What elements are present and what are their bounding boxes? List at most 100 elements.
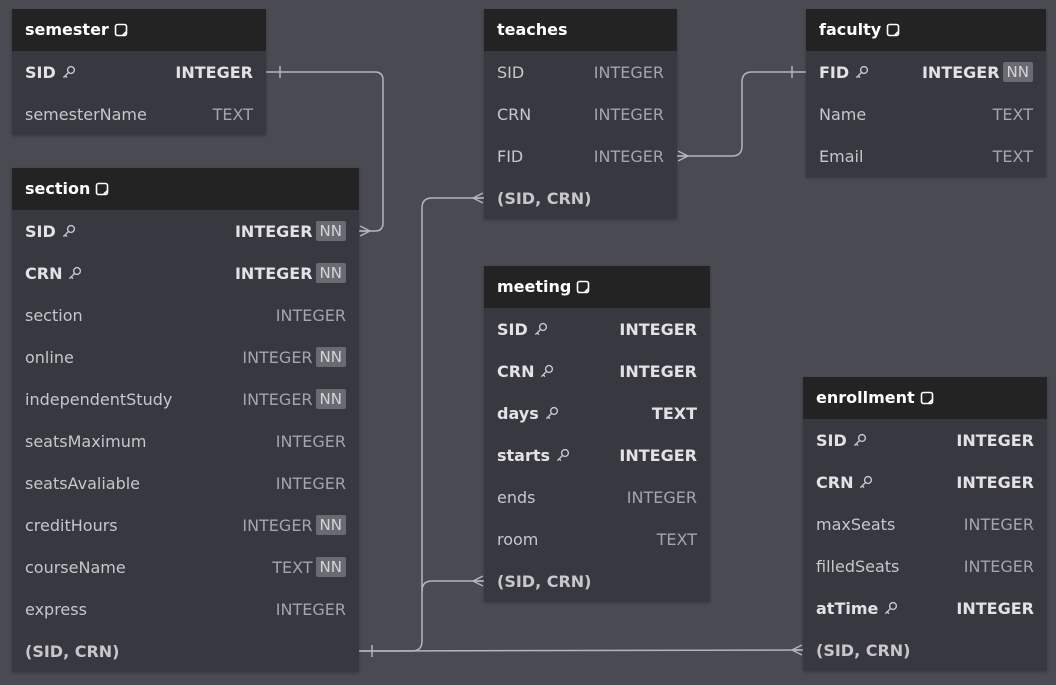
many-marker bbox=[359, 225, 371, 237]
column-row-faculty-email[interactable]: Email TEXT bbox=[806, 135, 1046, 177]
column-name-text: CRN bbox=[497, 361, 535, 381]
table-title: enrollment bbox=[816, 388, 915, 407]
column-type: TEXT bbox=[992, 104, 1033, 124]
not-null-badge: NN bbox=[315, 557, 346, 577]
many-marker bbox=[791, 644, 803, 656]
column-name: CRN bbox=[497, 362, 554, 381]
column-name-text: atTime bbox=[816, 598, 879, 618]
column-name-text: Email bbox=[819, 146, 864, 166]
key-icon bbox=[855, 65, 869, 79]
key-icon bbox=[859, 475, 873, 489]
column-row-semester-sid[interactable]: SID INTEGER bbox=[12, 51, 266, 93]
not-null-badge: NN bbox=[315, 263, 346, 283]
index-name: (SID, CRN) bbox=[25, 641, 120, 661]
key-icon bbox=[534, 322, 548, 336]
index-row-meeting[interactable]: (SID, CRN) bbox=[484, 560, 710, 602]
column-type: INTEGER bbox=[956, 472, 1034, 492]
column-name: FID bbox=[819, 63, 869, 82]
column-type: INTEGER bbox=[242, 515, 313, 535]
column-name-text: ends bbox=[497, 487, 536, 507]
table-header-enrollment[interactable]: enrollment bbox=[803, 377, 1047, 419]
column-name: seatsMaximum bbox=[25, 432, 146, 451]
column-name: starts bbox=[497, 446, 570, 465]
column-type: TEXT bbox=[992, 146, 1033, 166]
column-name: express bbox=[25, 600, 87, 619]
key-icon bbox=[62, 224, 76, 238]
column-name: Name bbox=[819, 105, 866, 124]
column-row-section-express[interactable]: express INTEGER bbox=[12, 588, 359, 630]
index-row-enrollment[interactable]: (SID, CRN) bbox=[803, 629, 1047, 671]
table-header-meeting[interactable]: meeting bbox=[484, 266, 710, 308]
column-name: atTime bbox=[816, 599, 898, 618]
table-header-faculty[interactable]: faculty bbox=[806, 9, 1046, 51]
note-icon[interactable] bbox=[95, 182, 109, 196]
column-name-text: maxSeats bbox=[816, 514, 896, 534]
key-icon bbox=[540, 364, 554, 378]
column-row-meeting-crn[interactable]: CRN INTEGER bbox=[484, 350, 710, 392]
column-type: INTEGER bbox=[619, 361, 697, 381]
table-header-teaches[interactable]: teaches bbox=[484, 9, 677, 51]
column-type: INTEGER bbox=[275, 599, 346, 619]
column-name-text: express bbox=[25, 599, 87, 619]
column-name: independentStudy bbox=[25, 390, 172, 409]
column-name: filledSeats bbox=[816, 557, 899, 576]
note-icon[interactable] bbox=[114, 23, 128, 37]
index-row-teaches[interactable]: (SID, CRN) bbox=[484, 177, 677, 219]
index-name: (SID, CRN) bbox=[497, 571, 592, 591]
column-name-text: independentStudy bbox=[25, 389, 173, 409]
column-name-text: CRN bbox=[816, 472, 854, 492]
column-name-text: SID bbox=[25, 62, 56, 82]
column-type: INTEGER bbox=[175, 62, 253, 82]
column-name: ends bbox=[497, 488, 535, 507]
column-name: courseName bbox=[25, 558, 126, 577]
column-name: creditHours bbox=[25, 516, 118, 535]
key-icon bbox=[556, 448, 570, 462]
note-icon[interactable] bbox=[920, 391, 934, 405]
note-icon[interactable] bbox=[886, 23, 900, 37]
index-row-section[interactable]: (SID, CRN) bbox=[12, 630, 359, 672]
column-row-enrollment-crn[interactable]: CRN INTEGER bbox=[803, 461, 1047, 503]
note-icon[interactable] bbox=[576, 280, 590, 294]
column-name: CRN bbox=[497, 105, 531, 124]
column-name-text: FID bbox=[819, 62, 850, 82]
column-name: SID bbox=[25, 63, 76, 82]
column-name: online bbox=[25, 348, 74, 367]
table-header-section[interactable]: section bbox=[12, 168, 359, 210]
column-row-faculty-name[interactable]: Name TEXT bbox=[806, 93, 1046, 135]
column-name-text: starts bbox=[497, 445, 551, 465]
table-header-semester[interactable]: semester bbox=[12, 9, 266, 51]
column-name-text: SID bbox=[816, 430, 847, 450]
column-name-text: FID bbox=[497, 146, 524, 166]
table-title: meeting bbox=[497, 277, 572, 296]
column-name: section bbox=[25, 306, 83, 325]
